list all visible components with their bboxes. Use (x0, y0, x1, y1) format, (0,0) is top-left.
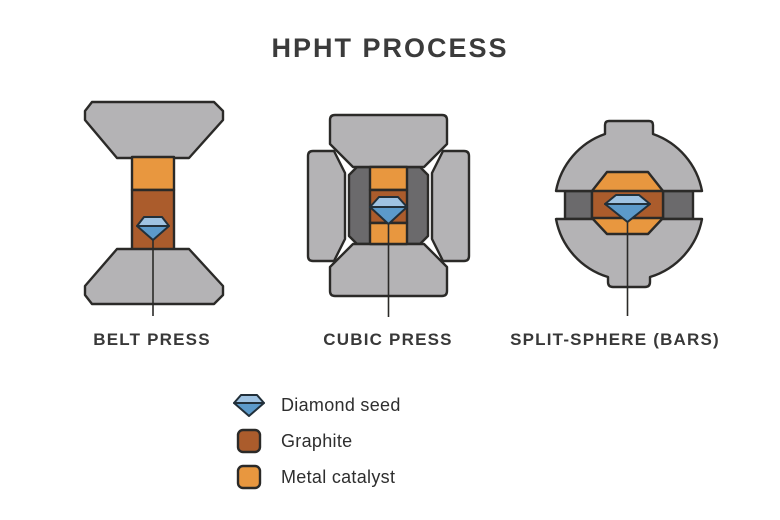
legend-row-metal-catalyst: Metal catalyst (231, 464, 401, 490)
split-sphere-figure (554, 119, 704, 316)
split-diamond-seed-icon (604, 194, 651, 223)
legend-label-metal-catalyst: Metal catalyst (281, 466, 396, 487)
cubic-metal-catalyst-top (368, 165, 409, 192)
page-title: HPHT PROCESS (271, 33, 509, 63)
belt-metal-catalyst-block (130, 155, 176, 192)
cubic-top-anvil (328, 113, 449, 169)
cubic-diamond-seed-icon (369, 196, 408, 225)
cubic-right-anvil (430, 149, 471, 263)
belt-top-anvil (83, 100, 225, 160)
cubic-press-figure (306, 113, 471, 317)
split-sphere-label: SPLIT-SPHERE (BARS) (510, 330, 720, 349)
legend-label-graphite: Graphite (281, 430, 353, 451)
split-bottom-hemisphere (554, 217, 704, 289)
cubic-press-label: CUBIC PRESS (323, 330, 453, 349)
metal-catalyst-swatch-icon (231, 464, 267, 490)
legend-label-diamond-seed: Diamond seed (281, 394, 401, 415)
belt-press-label: BELT PRESS (93, 330, 211, 349)
cubic-left-anvil (306, 149, 347, 263)
split-top-hemisphere (554, 119, 704, 193)
diamond-seed-icon (231, 392, 267, 418)
belt-diamond-seed-icon (136, 216, 170, 241)
graphite-swatch-icon (231, 428, 267, 454)
legend-row-graphite: Graphite (231, 428, 401, 454)
legend-row-diamond-seed: Diamond seed (231, 392, 401, 418)
legend: Diamond seed Graphite Metal catalyst (231, 392, 401, 500)
belt-press-figure (83, 100, 225, 316)
belt-bottom-anvil (83, 247, 225, 306)
